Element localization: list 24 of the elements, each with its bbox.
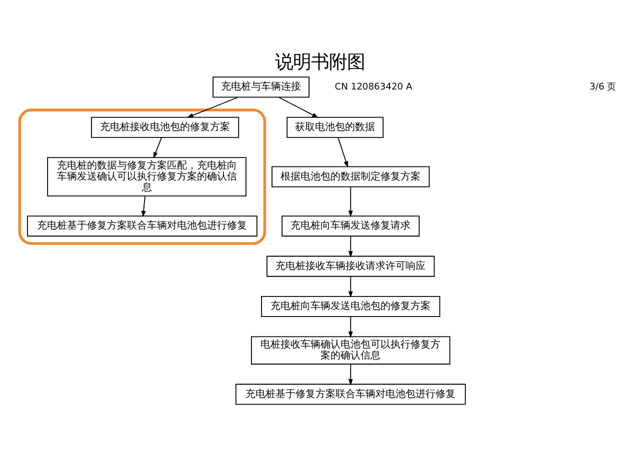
node-box: 获取电池包的数据 bbox=[286, 116, 384, 138]
cluster bbox=[18, 108, 266, 245]
arrow bbox=[338, 136, 348, 168]
node-box: 充电桩向车辆发送电池包的修复方案 bbox=[261, 296, 440, 318]
node-box: 充电桩接收电池包的修复方案 bbox=[91, 116, 240, 138]
node-box: 电桩接收车辆确认电池包可以执行修复方案的确认信息 bbox=[250, 336, 450, 365]
node-box: 充电桩接收车辆接收请求许可响应 bbox=[266, 256, 435, 277]
arrow bbox=[278, 96, 319, 118]
node-box: 根据电池包的数据制定修复方案 bbox=[272, 166, 430, 188]
arrow bbox=[348, 236, 353, 258]
arrow bbox=[348, 186, 353, 218]
node-box: 充电桩与车辆连接 bbox=[212, 76, 310, 98]
arrow bbox=[348, 364, 353, 386]
arrow bbox=[348, 276, 353, 298]
arrow bbox=[141, 196, 146, 218]
arrow bbox=[348, 316, 353, 338]
label: CN 120863420 A bbox=[334, 82, 412, 92]
node-box: 充电桩基于修复方案联合车辆对电池包进行修复 bbox=[27, 216, 258, 237]
node-box: 充电桩的数据与修复方案匹配，充电桩向车辆发送确认可以执行修复方案的确认信息 bbox=[47, 157, 246, 196]
diagram-title: 说明书附图 bbox=[275, 52, 365, 73]
node-box: 充电桩向车辆发送修复请求 bbox=[282, 216, 420, 237]
node-box: 充电桩基于修复方案联合车辆对电池包进行修复 bbox=[235, 384, 466, 405]
arrow bbox=[153, 136, 162, 159]
label: 3/6 页 bbox=[590, 82, 616, 92]
